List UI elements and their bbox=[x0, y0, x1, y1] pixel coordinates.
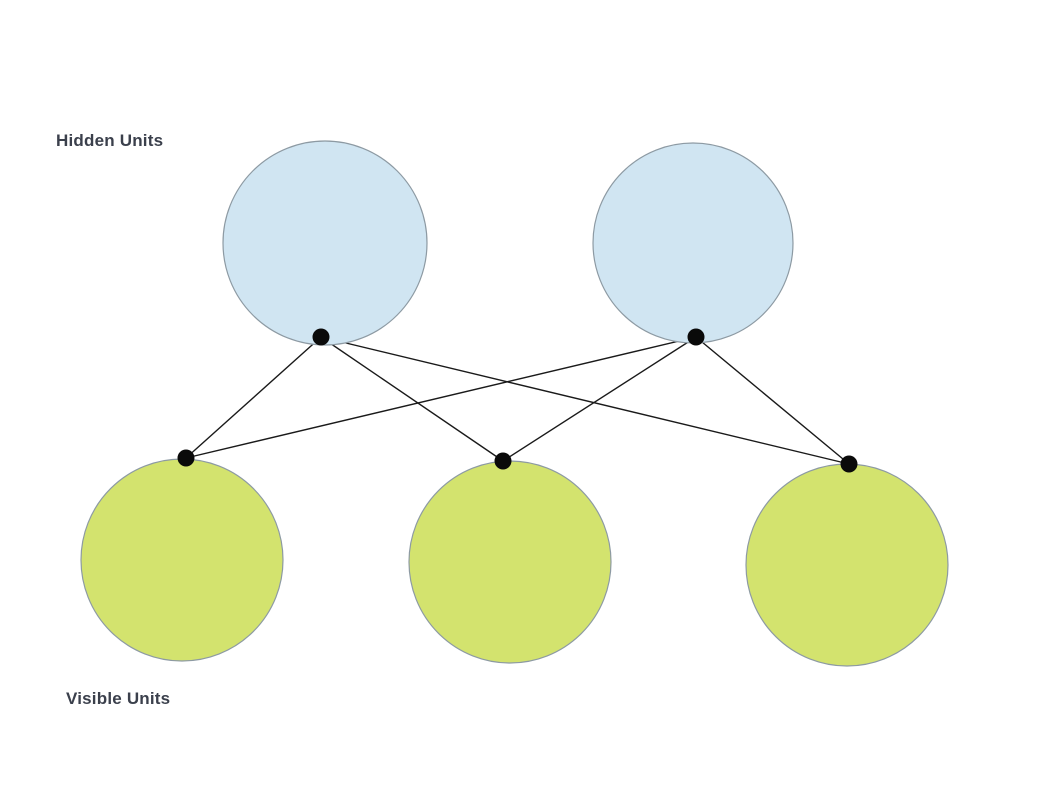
visible-units-label: Visible Units bbox=[66, 689, 171, 708]
connection-edge-h2-v3 bbox=[695, 336, 850, 465]
visible-unit-v1[interactable] bbox=[80, 458, 284, 662]
hidden-unit-dot-h1[interactable] bbox=[312, 328, 330, 346]
hidden-unit-h2[interactable] bbox=[592, 142, 794, 344]
connection-edge-h2-v1 bbox=[185, 336, 697, 459]
connection-edge-h2-v2 bbox=[502, 336, 697, 462]
connection-edge-h1-v3 bbox=[320, 336, 850, 465]
hidden-unit-dot-h2[interactable] bbox=[687, 328, 705, 346]
visible-unit-v3[interactable] bbox=[745, 463, 949, 667]
hidden-units-group bbox=[222, 140, 794, 346]
visible-unit-dot-v3[interactable] bbox=[840, 455, 858, 473]
connection-edge-h1-v1 bbox=[185, 336, 322, 459]
visible-units-group bbox=[80, 458, 949, 667]
hidden-unit-h1[interactable] bbox=[222, 140, 428, 346]
visible-unit-dot-v2[interactable] bbox=[494, 452, 512, 470]
visible-unit-v2[interactable] bbox=[408, 460, 612, 664]
edges-group bbox=[185, 336, 850, 465]
visible-unit-dot-v1[interactable] bbox=[177, 449, 195, 467]
node-dots-group bbox=[177, 328, 858, 473]
connection-edge-h1-v2 bbox=[320, 336, 504, 462]
hidden-units-label: Hidden Units bbox=[56, 131, 164, 150]
